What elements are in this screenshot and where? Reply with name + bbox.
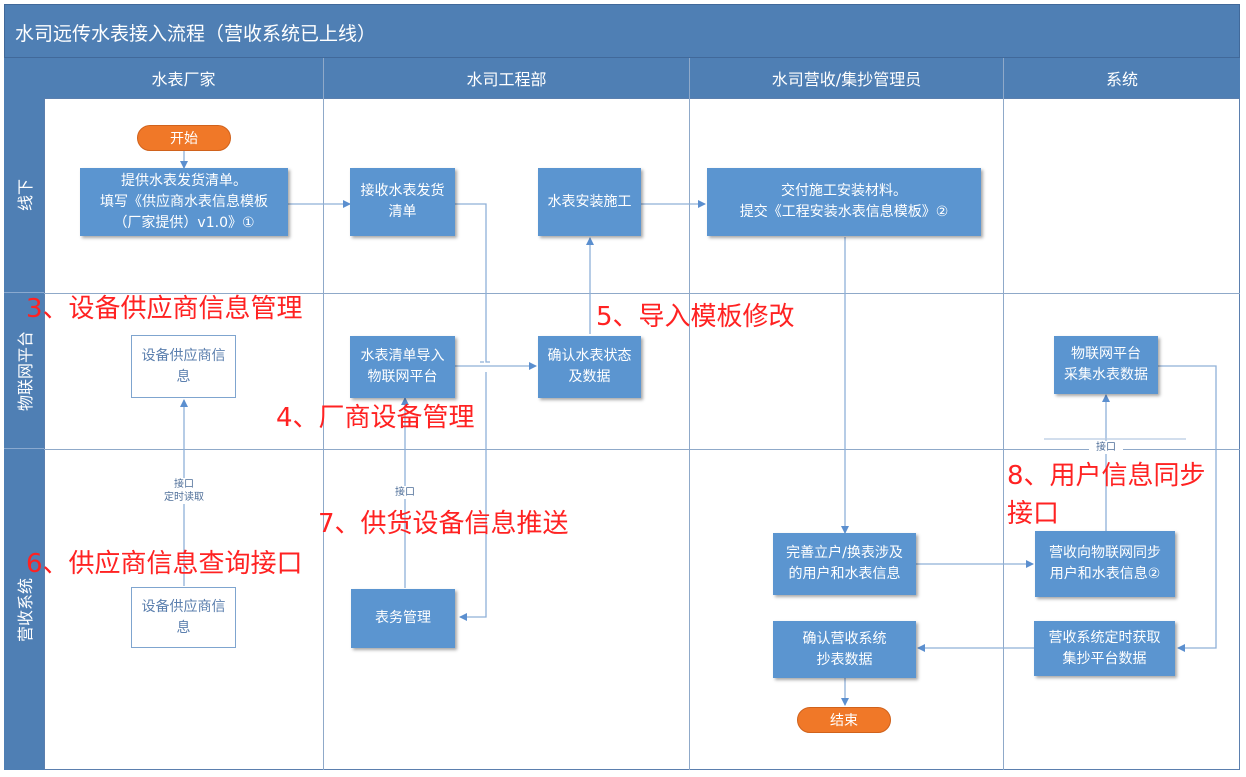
box-line: 息: [176, 619, 191, 636]
edge-label-supplier-interface: 接口 定时读取: [160, 478, 208, 504]
annotation-user-sync-interface: 接口: [1007, 499, 1060, 529]
box-line: 完善立户/换表涉及: [786, 545, 903, 561]
annotation-supplier-query-interface: 6、供应商信息查询接口: [26, 549, 303, 579]
edge-label-line: 接口: [174, 479, 194, 490]
column-header-system: 系统: [1004, 58, 1240, 98]
annotation-supplier-info-mgmt: 3、设备供应商信息管理: [26, 294, 303, 324]
process-iot-collect-data: 物联网平台 采集水表数据: [1054, 336, 1158, 394]
process-supplier-shipping-list: 提供水表发货清单。 填写《供应商水表信息模板 （厂家提供）v1.0》①: [80, 168, 288, 236]
box-line: 清单: [388, 204, 417, 220]
box-line: 的用户和水表信息: [788, 566, 901, 582]
box-line: 设备供应商信: [141, 347, 226, 364]
column-divider: [323, 58, 324, 770]
process-meter-installation: 水表安装施工: [538, 168, 641, 236]
process-complete-account-info: 完善立户/换表涉及 的用户和水表信息: [773, 533, 916, 595]
process-confirm-billing-data: 确认营收系统 抄表数据: [773, 621, 916, 678]
edge-label-iot-interface: 接口: [1089, 441, 1123, 454]
lane-header-offline: 线下: [4, 98, 44, 293]
lane-header-iot: 物联网平台: [4, 293, 44, 449]
annotation-device-push: 7、供货设备信息推送: [318, 509, 569, 539]
lane-header-billing: 营收系统: [4, 449, 44, 770]
box-line: 表务管理: [375, 610, 431, 626]
start-terminal: 开始: [137, 125, 231, 151]
annotation-import-template: 5、导入模板修改: [596, 302, 795, 332]
column-header-supplier: 水表厂家: [44, 58, 324, 98]
column-divider: [689, 58, 690, 770]
connector: [1158, 365, 1217, 652]
diagram-title: 水司远传水表接入流程（营收系统已上线）: [15, 23, 377, 45]
process-deliver-install-materials: 交付施工安装材料。 提交《工程安装水表信息模板》②: [707, 168, 981, 236]
process-confirm-meter-status: 确认水表状态 及数据: [538, 336, 641, 398]
box-line: 提交《工程安装水表信息模板》②: [739, 204, 949, 220]
box-line: 息: [176, 368, 191, 385]
process-timed-data-fetch: 营收系统定时获取 集抄平台数据: [1034, 621, 1175, 676]
process-meter-management: 表务管理: [351, 589, 455, 648]
box-line: 水表安装施工: [547, 193, 632, 210]
process-import-meter-list: 水表清单导入 物联网平台: [350, 336, 455, 398]
edge-label-line: 接口: [395, 487, 415, 498]
box-line: 设备供应商信: [141, 598, 226, 615]
edge-label-line: 接口: [1096, 442, 1116, 453]
box-line: 水表清单导入: [360, 348, 445, 364]
box-line: 营收系统定时获取: [1048, 629, 1161, 646]
box-line: 填写《供应商水表信息模板: [100, 193, 268, 210]
connector: [455, 203, 490, 617]
box-line: 物联网平台: [367, 369, 438, 385]
header-corner: [4, 58, 44, 98]
box-line: 营收向物联网同步: [1049, 545, 1161, 561]
box-line: 及数据: [568, 369, 611, 385]
process-receive-shipping-list: 接收水表发货 清单: [350, 168, 455, 236]
box-line: 提供水表发货清单。: [121, 172, 247, 189]
box-line: 采集水表数据: [1064, 367, 1148, 383]
box-line: 用户和水表信息②: [1049, 566, 1161, 582]
lane-divider: [44, 293, 1240, 294]
process-supplier-info-billing: 设备供应商信 息: [131, 587, 236, 648]
box-line: 确认营收系统: [802, 630, 887, 647]
box-line: 接收水表发货: [360, 183, 445, 199]
box-line: （厂家提供）v1.0》①: [113, 214, 255, 231]
edge-label-meter-interface: 接口: [388, 486, 422, 499]
edge-label-line: 定时读取: [164, 492, 204, 503]
title-bar: 水司远传水表接入流程（营收系统已上线）: [4, 4, 1240, 58]
process-supplier-info-iot: 设备供应商信 息: [131, 335, 236, 398]
column-divider: [1003, 58, 1004, 770]
box-line: 确认水表状态: [547, 348, 632, 364]
column-header-billing-admin: 水司营收/集抄管理员: [690, 58, 1004, 98]
column-header-engineering: 水司工程部: [324, 58, 690, 98]
lane-divider: [44, 449, 1240, 450]
box-line: 集抄平台数据: [1062, 650, 1147, 667]
end-terminal: 结束: [797, 707, 891, 733]
annotation-user-sync: 8、用户信息同步: [1007, 461, 1206, 491]
box-line: 抄表数据: [816, 651, 873, 668]
box-line: 交付施工安装材料。: [781, 183, 907, 199]
process-sync-to-iot: 营收向物联网同步 用户和水表信息②: [1035, 531, 1175, 597]
annotation-vendor-device-mgmt: 4、厂商设备管理: [276, 403, 475, 433]
box-line: 物联网平台: [1071, 346, 1141, 362]
diagram-grid: [44, 98, 1240, 770]
